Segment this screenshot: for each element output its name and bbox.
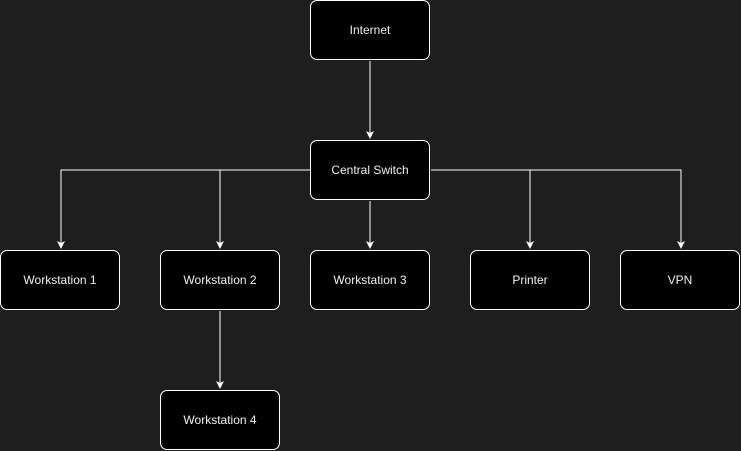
node-internet[interactable]: Internet <box>310 0 430 60</box>
node-workstation-3[interactable]: Workstation 3 <box>310 250 430 310</box>
node-printer-label: Printer <box>512 273 548 287</box>
edge-switch-to-workstation-1 <box>57 169 310 249</box>
node-printer[interactable]: Printer <box>470 250 590 310</box>
node-vpn[interactable]: VPN <box>620 250 740 310</box>
node-vpn-label: VPN <box>667 273 693 287</box>
node-workstation-4-label: Workstation 4 <box>183 413 257 427</box>
node-central-switch-label: Central Switch <box>331 163 409 177</box>
node-workstation-1[interactable]: Workstation 1 <box>0 250 120 310</box>
node-workstation-2[interactable]: Workstation 2 <box>160 250 280 310</box>
node-workstation-2-label: Workstation 2 <box>183 273 257 287</box>
node-workstation-4[interactable]: Workstation 4 <box>160 390 280 450</box>
node-workstation-1-label: Workstation 1 <box>23 273 97 287</box>
node-workstation-3-label: Workstation 3 <box>333 273 407 287</box>
node-central-switch[interactable]: Central Switch <box>310 140 430 200</box>
edge-switch-to-printer <box>431 169 682 248</box>
node-internet-label: Internet <box>349 23 391 37</box>
